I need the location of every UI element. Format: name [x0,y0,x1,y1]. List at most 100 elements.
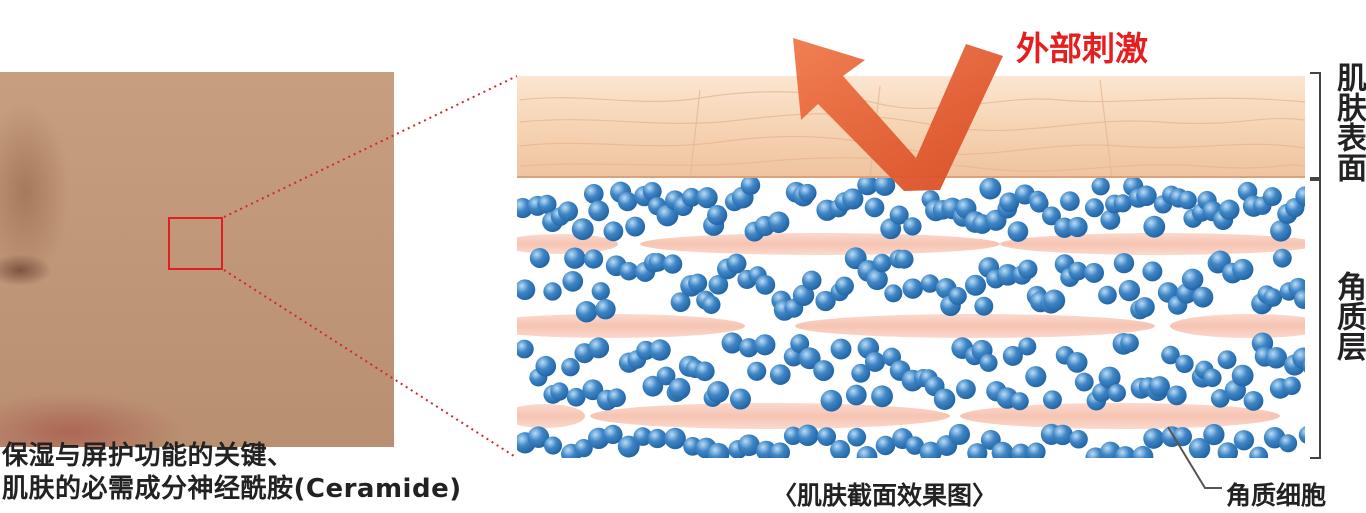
corneocyte-dot [1130,299,1150,320]
corneocyte-dot [1010,392,1029,411]
corneocyte-dot [603,424,623,445]
arrow-icon [793,38,1003,191]
corneocyte-dot [1277,203,1298,224]
corneocyte-dot [1026,285,1048,307]
corneocyte-dot [575,301,598,323]
corneocyte-dot [1007,221,1029,242]
corneocyte-dot [880,218,902,240]
surface-bracket [1310,72,1321,179]
corneocyte-dot [1254,346,1275,367]
lipid-ellipse [590,403,950,429]
corneocyte-dot [1222,262,1243,284]
corneocyte-dot [721,332,743,354]
corneocyte-dot [1203,368,1222,388]
corneocyte-dot [754,334,776,356]
corneocyte-dot [1249,446,1269,458]
corneocyte-dot [784,298,804,318]
corneocyte-dot [1161,426,1183,448]
corneocyte-dot [550,382,569,401]
corneocyte-dot [1265,346,1288,369]
corneocyte-dot [648,253,668,272]
corneocyte-dot [902,278,923,299]
corneocyte-dot [685,359,705,379]
corneocyte-dot [864,197,885,218]
corneocyte-dot [875,435,896,456]
lipid-ellipse [517,314,745,338]
corneocyte-dot [517,279,536,300]
corneocyte-dot [707,204,728,226]
corneocyte-dot [1183,208,1203,228]
corneocyte-dot [830,282,849,302]
corneocyte-dot [1029,291,1051,313]
corneocyte-dot [1203,423,1225,446]
corneocyte-dot [571,218,594,241]
corneocyte-dot [884,284,903,303]
corneocyte-dot [798,183,817,203]
corneocyte-dot [1069,430,1088,449]
corneocyte-dot [1195,360,1214,380]
corneocyte-dot [889,360,911,381]
corneocyte-dot [702,295,721,314]
corneocyte-dot [1143,428,1164,449]
corneocyte-dot [1263,288,1283,307]
corneocyte-dot [903,217,922,236]
corneocyte-dot [740,175,761,196]
corneocyte-dot [1191,203,1211,222]
corneocyte-dot [587,427,610,450]
corneocyte-dot [680,275,702,297]
corneocyte-dot [955,197,977,219]
corneocyte-dot [1191,366,1214,388]
corneocyte-dot [517,197,533,219]
corneocyte-dot [1138,377,1158,397]
corneocyte-dot [529,248,550,268]
corneocyte-dot [773,299,796,321]
corneocyte-dot [1100,209,1121,230]
corneocyte-dot [874,174,896,196]
corneocyte-dot [816,199,838,221]
corneocyte-dot [561,357,580,377]
corneocyte-dot [1074,372,1094,392]
corneocyte-dot [1091,177,1110,196]
corneocyte-dot [1272,248,1292,268]
corneocyte-dot [829,199,848,218]
zoom-box-icon [168,217,223,270]
corneocyte-dot [1253,196,1272,215]
corneocyte-dot [542,211,563,233]
corneocyte-dot [707,442,730,458]
corneocyte-dot [964,274,987,296]
corneocyte-dot [1067,216,1088,238]
corneocyte-dot [1028,190,1047,209]
corneocyte-dot [771,290,792,311]
corneocyte-dot [731,186,754,209]
corneocyte-dot [921,190,940,209]
corneocyte-dot [1098,285,1117,305]
corneocyte-dot [574,343,595,364]
corneocyte-dot [1068,261,1088,281]
corneocyte-dot [798,347,821,370]
corneocyte-dot [642,181,662,201]
corneocyte-dot [1052,424,1073,446]
corneocyte-dot [1242,195,1265,217]
corneocyte-dot [1084,262,1105,283]
corneocyte-dot [1040,423,1063,445]
corneocyte-dot [1113,252,1135,274]
lipid-ellipse [1000,233,1305,255]
corneocyte-dot [834,276,854,296]
corneocyte-dot [1292,347,1305,370]
corneocyte-dot [696,187,718,209]
skin-texture [519,79,1305,179]
corneocyte-dot [728,440,748,458]
corneocyte-dot [562,271,584,292]
corneocyte-dot [1210,389,1230,408]
corneocyte-dot [1233,430,1255,451]
corneocyte-dot [695,437,717,458]
corneocyte-dot [980,430,1001,450]
corneocyte-dot [1197,191,1217,211]
corneocyte-dot [801,270,822,291]
corneocyte-dot [952,206,973,227]
corneocyte-dot [666,382,686,402]
corneocyte-dot [1011,443,1031,458]
corneocyte-dot [673,196,694,217]
corneocyte-dot [1085,447,1106,458]
corneocyte-dot [936,435,958,456]
